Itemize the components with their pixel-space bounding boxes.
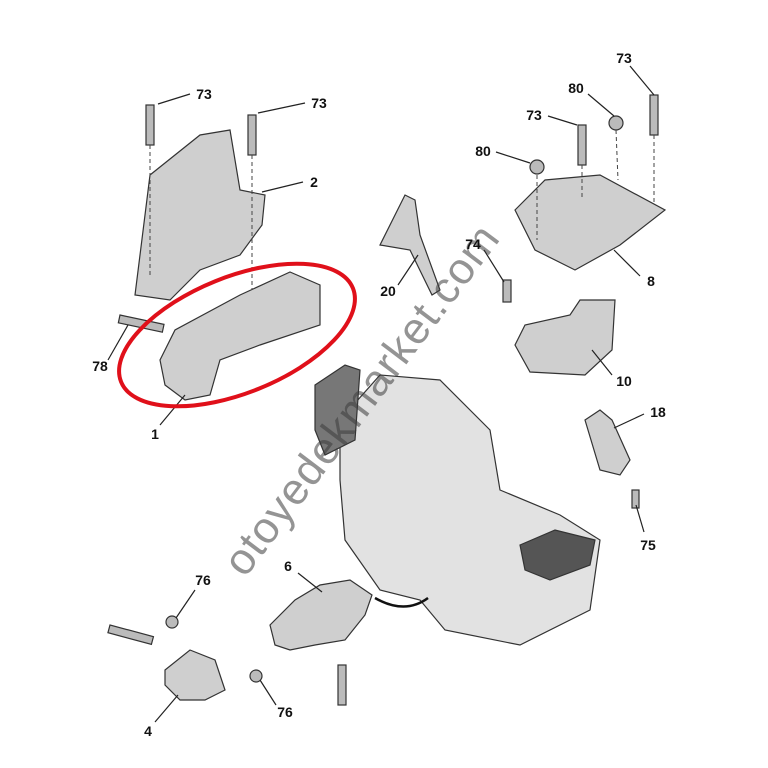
bolt-75 <box>631 489 640 509</box>
callout-10: 10 <box>616 373 632 389</box>
leader-line <box>635 504 645 533</box>
callout-76: 76 <box>195 572 211 588</box>
guide-line <box>615 129 619 181</box>
bolt-6 <box>337 664 347 706</box>
callout-74: 74 <box>465 236 481 252</box>
nut-80b <box>529 159 545 175</box>
leader-line <box>613 249 641 277</box>
bolt-74 <box>502 279 512 303</box>
callout-73: 73 <box>526 107 542 123</box>
part-2-bracket <box>134 129 266 301</box>
callout-73: 73 <box>311 95 327 111</box>
leader-line <box>261 181 304 193</box>
leader-line <box>159 394 186 426</box>
part-10-bracket <box>514 299 616 376</box>
leader-line <box>613 413 645 429</box>
nut-80a <box>608 115 624 131</box>
callout-76: 76 <box>277 704 293 720</box>
leader-line <box>259 679 277 706</box>
callout-75: 75 <box>640 537 656 553</box>
callout-6: 6 <box>284 558 292 574</box>
leader-line <box>547 115 578 126</box>
leader-line <box>397 254 419 286</box>
leader-line <box>257 102 306 114</box>
callout-1: 1 <box>151 426 159 442</box>
leader-line <box>175 589 196 619</box>
callout-4: 4 <box>144 723 152 739</box>
part-1-mount <box>159 271 321 401</box>
leader-line <box>154 694 179 723</box>
part-6-mount <box>269 579 373 651</box>
leader-line <box>587 93 615 117</box>
part-18-bracket <box>584 409 631 476</box>
rotation-arrow <box>374 596 429 608</box>
gearbox-mount <box>519 529 596 581</box>
leader-line <box>591 349 613 376</box>
bolt-73c <box>649 94 659 136</box>
leader-line <box>297 572 323 593</box>
leader-line <box>495 151 531 164</box>
callout-18: 18 <box>650 404 666 420</box>
bolt-73d <box>577 124 587 166</box>
bolt-4 <box>107 624 155 646</box>
callout-2: 2 <box>310 174 318 190</box>
leader-line <box>483 249 505 283</box>
callout-73: 73 <box>616 50 632 66</box>
callout-78: 78 <box>92 358 108 374</box>
nut-76b <box>249 669 263 683</box>
bolt-73a <box>145 104 155 146</box>
callout-8: 8 <box>647 273 655 289</box>
leader-line <box>157 93 191 105</box>
callout-80: 80 <box>475 143 491 159</box>
leader-line <box>107 324 129 361</box>
bolt-73b <box>247 114 257 156</box>
engine-ecu <box>314 364 361 456</box>
part-20-bracket <box>379 194 441 296</box>
highlight-ellipse <box>117 261 357 409</box>
callout-73: 73 <box>196 86 212 102</box>
nut-76a <box>165 615 179 629</box>
callout-80: 80 <box>568 80 584 96</box>
callout-20: 20 <box>380 283 396 299</box>
part-4-mount <box>164 649 226 701</box>
engine-block <box>339 374 601 646</box>
part-8-mount <box>514 174 667 271</box>
leader-line <box>629 65 655 96</box>
